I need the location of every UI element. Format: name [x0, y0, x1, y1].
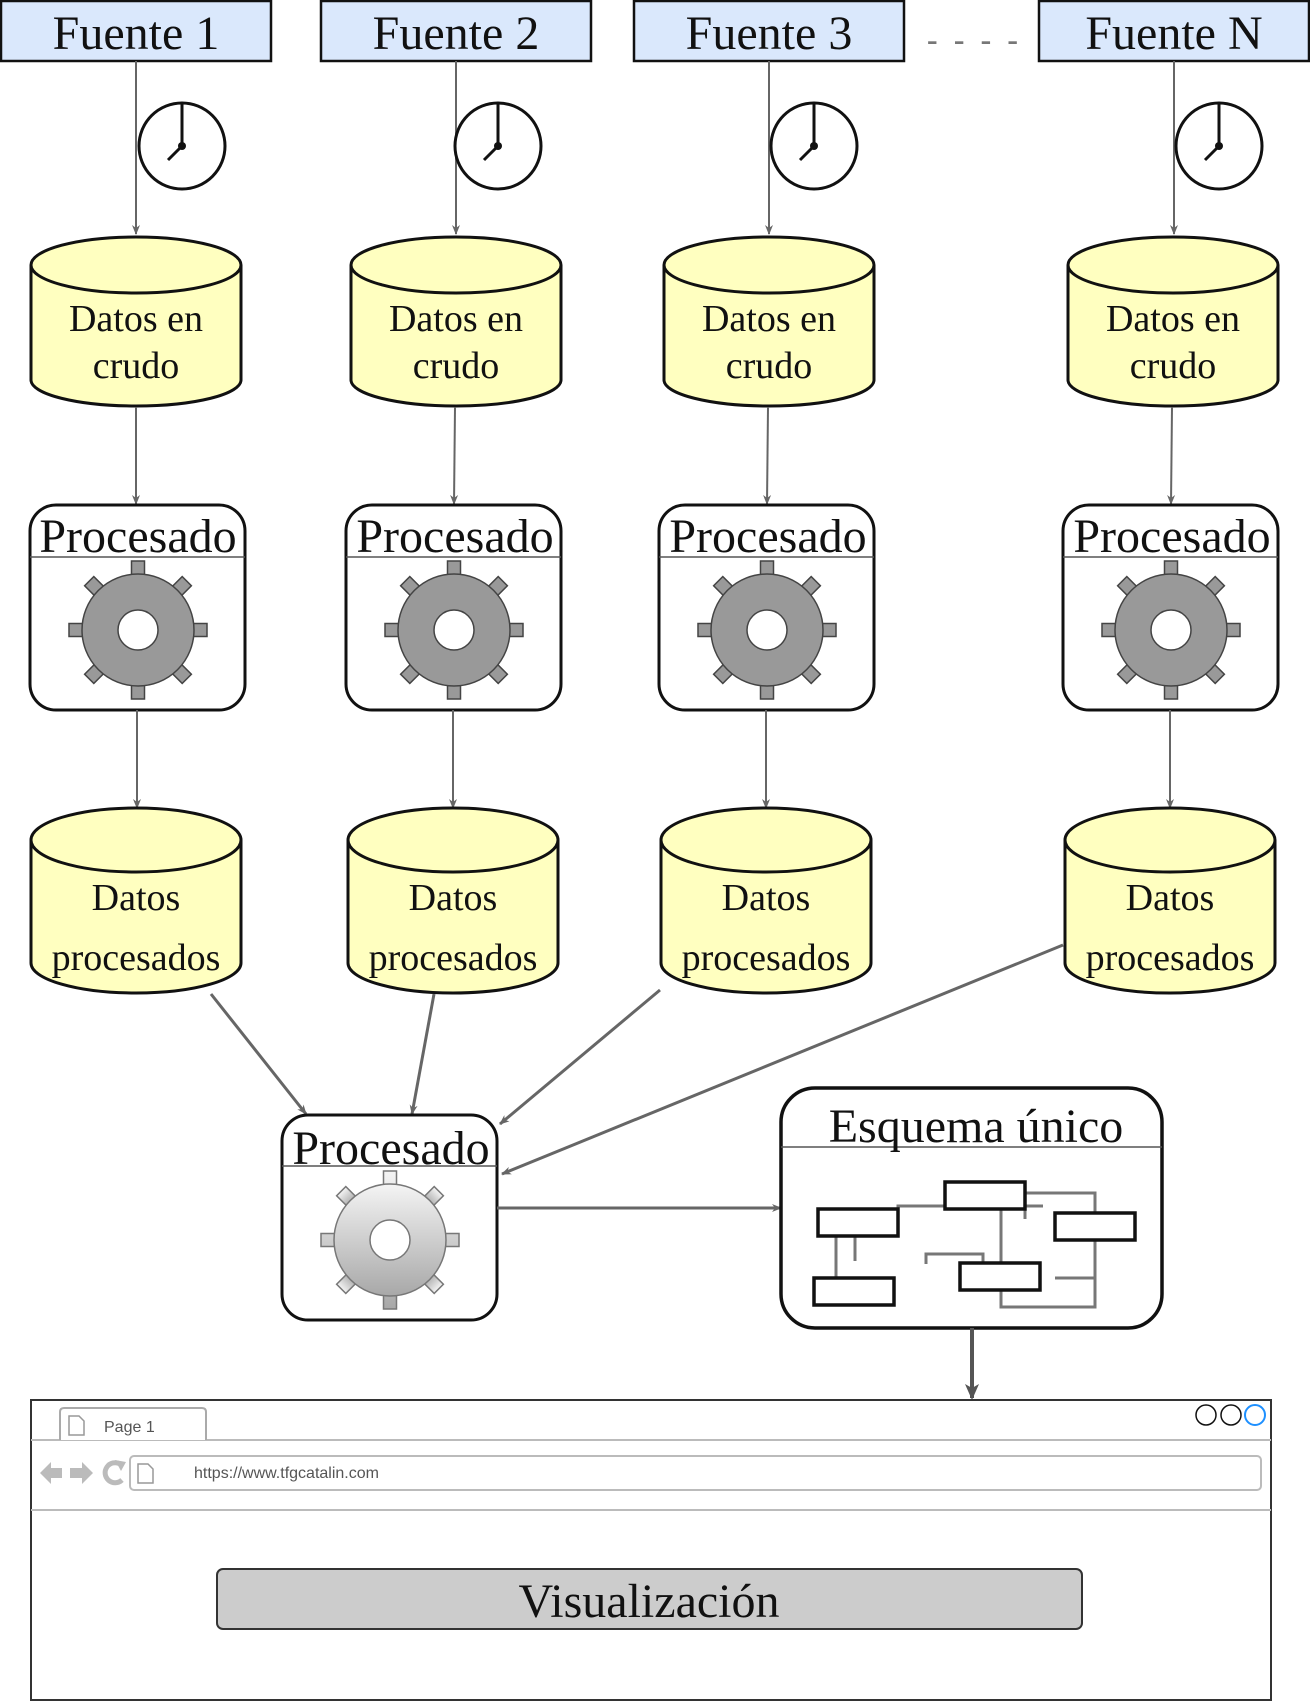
source-ellipsis: - - - - [927, 22, 1022, 60]
schema-box: Esquema único [779, 1086, 1164, 1330]
raw-data-label-line2: crudo [726, 345, 813, 387]
process-label-1: Procesado [39, 510, 236, 563]
source-column-n: Fuente N Datos en crudo Procesado Datos … [1037, 0, 1310, 995]
url-bar[interactable]: https://www.tfgcatalin.com [129, 1455, 1262, 1491]
raw-data-db-n: Datos en crudo [1066, 235, 1280, 408]
source-box-n [1037, 0, 1310, 63]
process-label-n: Procesado [1073, 510, 1270, 563]
window-control-button[interactable] [1195, 1404, 1217, 1426]
browser-tab[interactable]: Page 1 [59, 1407, 207, 1440]
source-label-n: Fuente N [1085, 7, 1262, 60]
raw-data-db-3: Datos en crudo [662, 235, 876, 408]
browser-tab-label: Page 1 [104, 1419, 155, 1436]
window-controls [1195, 1404, 1266, 1426]
visualization-button[interactable]: Visualización [216, 1568, 1083, 1630]
process-box-3: Procesado [657, 503, 876, 712]
source-column-1: Fuente 1 Datos en crudo Procesado Datos … [0, 0, 273, 995]
raw-data-label-line2: crudo [93, 345, 180, 387]
schema-label: Esquema único [829, 1100, 1124, 1153]
connector-arrow [763, 406, 772, 505]
source-label-2: Fuente 2 [373, 7, 540, 60]
source-box-1 [0, 0, 273, 63]
central-process-label: Procesado [292, 1122, 489, 1175]
processed-data-label-line1: Datos [409, 877, 498, 919]
source-box-2 [319, 0, 593, 63]
processed-data-db-2: Datos procesados [346, 806, 560, 995]
processed-data-label-line2: procesados [682, 937, 851, 979]
raw-data-label-line1: Datos en [69, 298, 203, 340]
clock-icon [769, 101, 859, 191]
back-icon[interactable] [40, 1462, 62, 1484]
gear-icon [697, 560, 837, 700]
processed-data-label-line2: procesados [1086, 937, 1255, 979]
merge-arrow-1 [209, 993, 308, 1115]
raw-data-label-line2: crudo [413, 345, 500, 387]
merge-arrow-3 [499, 988, 661, 1126]
process-label-3: Procesado [669, 510, 866, 563]
source-box-3 [632, 0, 906, 63]
process-box-1: Procesado [28, 503, 247, 712]
page-icon [137, 1463, 154, 1484]
processed-data-label-line1: Datos [722, 877, 811, 919]
connector-arrow [450, 406, 459, 505]
source-column-3: Fuente 3 Datos en crudo Procesado Datos … [632, 0, 906, 995]
raw-data-label-line1: Datos en [1106, 298, 1240, 340]
raw-data-label-line1: Datos en [702, 298, 836, 340]
reload-icon[interactable] [102, 1460, 126, 1486]
merge-arrow-n [501, 943, 1064, 1176]
gear-icon [384, 560, 524, 700]
processed-data-db-1: Datos procesados [29, 806, 243, 995]
clock-icon [137, 101, 227, 191]
raw-data-db-1: Datos en crudo [29, 235, 243, 408]
clock-icon [453, 101, 543, 191]
clock-icon [1174, 101, 1264, 191]
forward-icon[interactable] [70, 1462, 93, 1484]
window-control-button[interactable] [1220, 1404, 1242, 1426]
connector-arrow [1167, 406, 1176, 505]
source-label-1: Fuente 1 [53, 7, 220, 60]
gear-icon [68, 560, 208, 700]
central-process-box: Procesado [280, 1113, 499, 1322]
processed-data-label-line2: procesados [369, 937, 538, 979]
gear-icon [320, 1170, 460, 1310]
raw-data-label-line2: crudo [1130, 345, 1217, 387]
merge-arrow-2 [409, 993, 436, 1115]
processed-data-label-line2: procesados [52, 937, 221, 979]
visualization-button-label: Visualización [518, 1575, 779, 1628]
source-column-2: Fuente 2 Datos en crudo Procesado Datos … [319, 0, 593, 995]
schema-diagram-icon [812, 1180, 1137, 1309]
processed-data-label-line1: Datos [92, 877, 181, 919]
raw-data-label-line1: Datos en [389, 298, 523, 340]
process-box-2: Procesado [344, 503, 563, 712]
processed-data-label-line1: Datos [1126, 877, 1215, 919]
browser-window: Page 1 https://www.tfgcatalin.com Visu [30, 1399, 1272, 1701]
process-label-2: Procesado [356, 510, 553, 563]
gear-icon [1101, 560, 1241, 700]
raw-data-db-2: Datos en crudo [349, 235, 563, 408]
process-box-n: Procesado [1061, 503, 1280, 712]
source-label-3: Fuente 3 [686, 7, 853, 60]
url-text: https://www.tfgcatalin.com [194, 1465, 379, 1482]
processed-data-db-n: Datos procesados [1063, 806, 1277, 995]
page-icon [68, 1415, 85, 1436]
processed-data-db-3: Datos procesados [659, 806, 873, 995]
window-control-button[interactable] [1244, 1404, 1266, 1426]
